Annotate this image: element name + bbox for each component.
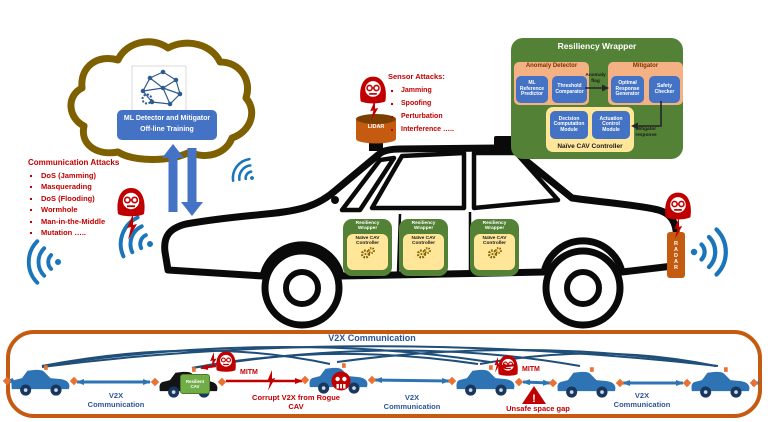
unsafe-gap-label: Unsafe space gap (506, 404, 570, 413)
lightning-icon (494, 357, 501, 373)
wifi-icon (26, 239, 63, 285)
lightning-icon (210, 352, 217, 369)
attack-item: Jamming (401, 84, 474, 97)
front-wheel (261, 247, 343, 329)
attack-item: DoS (Jamming) (41, 170, 134, 181)
car-icon (11, 365, 70, 396)
radar-label: RADAR (673, 241, 679, 271)
hacker-icon (497, 354, 519, 377)
rear-window (471, 150, 561, 211)
rear-wheel (542, 247, 624, 329)
wifi-icon (227, 154, 263, 192)
module-decision-computation: Decision Computation Module (550, 111, 588, 139)
mitigator-response-label: Mitigator response (635, 127, 657, 138)
v2x-mesh-links (41, 345, 719, 369)
gear-icon (416, 246, 431, 259)
attack-item: Wormhole (41, 204, 134, 215)
gear-icon (360, 246, 375, 259)
v2x-link-arrows (5, 377, 760, 386)
sensor-attacks-title: Sensor Attacks: (388, 72, 445, 81)
side-mirror (331, 196, 339, 204)
attack-item: Mutation ….. (41, 227, 134, 238)
anomaly-detector-box: Anomaly Detector ML Reference Predictor … (514, 62, 589, 105)
incar-resiliency-wrapper: Resiliency Wrapper Naïve CAV Controller (343, 219, 392, 276)
attack-item: DoS (Flooding) (41, 193, 134, 204)
mitm-attack-arrow (498, 363, 517, 370)
car-icon (456, 365, 515, 396)
incar-wrapper-title: Resiliency Wrapper (355, 221, 380, 232)
module-safety-checker: Safety Checker (649, 76, 680, 103)
module-actuation-control: Actuation Control Module (592, 111, 630, 139)
download-arrow (181, 148, 203, 216)
resiliency-wrapper-title: Resiliency Wrapper (557, 41, 637, 51)
attack-item: Masquerading (41, 181, 134, 192)
incar-naive-controller: Naïve CAV Controller (474, 233, 515, 270)
mitigator-box: Mitigator Optimal Response Generator Saf… (608, 62, 683, 105)
ml-training-box: ML Detector and Mitigator Off-line Train… (117, 110, 217, 140)
mitm-label: MITM (522, 366, 540, 373)
windshield (339, 155, 397, 213)
incar-naive-controller: Naïve CAV Controller (347, 233, 388, 270)
ml-training-line1: ML Detector and Mitigator (123, 115, 211, 122)
module-optimal-response-generator: Optimal Response Generator (611, 76, 644, 103)
warning-triangle-icon: ! (522, 386, 546, 405)
v2x-link-label: V2X Communication (383, 393, 441, 411)
incar-naive-controller: Naïve CAV Controller (403, 233, 444, 270)
incar-resiliency-wrapper: Resiliency Wrapper Naïve CAV Controller (470, 219, 519, 276)
corrupt-v2x-label: Corrupt V2X from Rogue CAV (252, 393, 340, 411)
incar-wrapper-title: Resiliency Wrapper (482, 221, 507, 232)
resilient-cav-label: Resilient CAV (180, 374, 210, 394)
incar-controller-title: Naïve CAV Controller (355, 235, 380, 247)
v2x-link-label: V2X Communication (87, 391, 145, 409)
hacker-icon (359, 75, 387, 105)
hacker-icon (664, 191, 692, 221)
skull-icon (331, 371, 351, 391)
ml-brain-icon (131, 65, 187, 113)
anomaly-detector-title: Anomaly Detector (525, 63, 578, 69)
car-icon (691, 367, 750, 398)
v2x-link-label: V2X Communication (613, 391, 671, 409)
mitm-attack-arrow (200, 364, 217, 371)
gear-icon (487, 246, 502, 259)
incar-wrapper-title: Resiliency Wrapper (411, 221, 436, 232)
incar-resiliency-wrapper: Resiliency Wrapper Naïve CAV Controller (399, 219, 448, 276)
hacker-icon (215, 350, 237, 373)
mitigator-title: Mitigator (632, 63, 659, 69)
wifi-icon (691, 230, 726, 275)
cloud-icon (67, 38, 256, 163)
antenna-ports (2, 375, 759, 388)
lightning-icon (370, 100, 379, 121)
communication-attacks-title: Communication Attacks (28, 158, 120, 167)
naive-cav-controller-box: Decision Computation Module Actuation Co… (546, 107, 634, 152)
anomaly-flag-label: Anomaly flag (585, 73, 606, 84)
attack-item: Spoofing (401, 97, 474, 110)
lidar-label: LIDAR (367, 124, 385, 130)
ml-training-line2: Off-line Training (140, 126, 194, 133)
v2x-band-title: V2X Communication (328, 333, 416, 343)
communication-attacks-list: Communication Attacks DoS (Jamming) Masq… (28, 158, 134, 238)
module-ml-reference-predictor: ML Reference Predictor (516, 76, 548, 103)
upload-arrow (162, 144, 184, 212)
module-threshold-comparator: Threshold Comparator (552, 76, 587, 103)
attack-item: Perturbation (401, 110, 474, 123)
naive-cav-controller-title: Naïve CAV Controller (557, 143, 623, 150)
resiliency-wrapper-panel: Resiliency Wrapper Anomaly Detector ML R… (511, 38, 683, 159)
attack-item: Man-in-the-Middle (41, 216, 134, 227)
sensor-attacks-list: Sensor Attacks: Jamming Spoofing Perturb… (388, 72, 474, 136)
rogue-car-icon (309, 363, 368, 394)
attack-item: Interference ….. (401, 123, 474, 136)
mitm-label: MITM (240, 369, 258, 376)
incar-controller-title: Naïve CAV Controller (482, 235, 507, 247)
front-window (369, 150, 467, 211)
incar-controller-title: Naïve CAV Controller (411, 235, 436, 247)
